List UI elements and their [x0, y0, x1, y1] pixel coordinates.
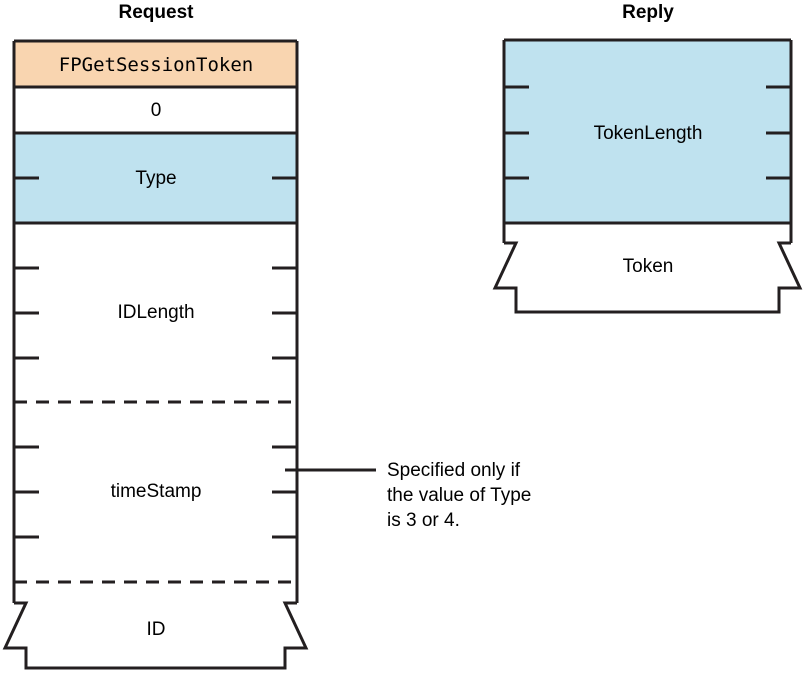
tick-marks-idlength: [14, 266, 297, 360]
tick-marks-tokenlength: [504, 85, 791, 180]
field-label-token: Token: [622, 256, 674, 277]
request-column-group: [2, 39, 376, 670]
field-fill-id: [5, 582, 306, 668]
token-field-break-outline: [492, 241, 803, 314]
field-label-tokenlength: TokenLength: [593, 123, 703, 144]
column-title-reply: Reply: [622, 2, 674, 23]
field-fill-idlength: [14, 223, 297, 402]
field-fill-tokenlength: [504, 40, 791, 223]
field-label-pad-byte: 0: [150, 100, 162, 121]
field-fill-pad-byte: [14, 87, 297, 133]
id-field-break-outline: [2, 601, 309, 670]
field-label-timestamp: timeStamp: [110, 481, 202, 502]
field-fill-timestamp: [14, 402, 297, 582]
field-label-id: ID: [146, 619, 166, 640]
annotation-type-note: Specified only if the value of Type is 3…: [387, 460, 532, 531]
tick-marks-timestamp: [14, 445, 297, 539]
column-title-request: Request: [118, 2, 194, 23]
field-fill-command-name: [14, 41, 297, 87]
field-fill-type: [14, 133, 297, 223]
field-label-idlength: IDLength: [117, 302, 195, 323]
field-label-type: Type: [135, 168, 177, 189]
field-fill-token: [495, 223, 800, 312]
reply-column-group: [492, 38, 803, 314]
field-label-command-name: FPGetSessionToken: [58, 54, 254, 76]
